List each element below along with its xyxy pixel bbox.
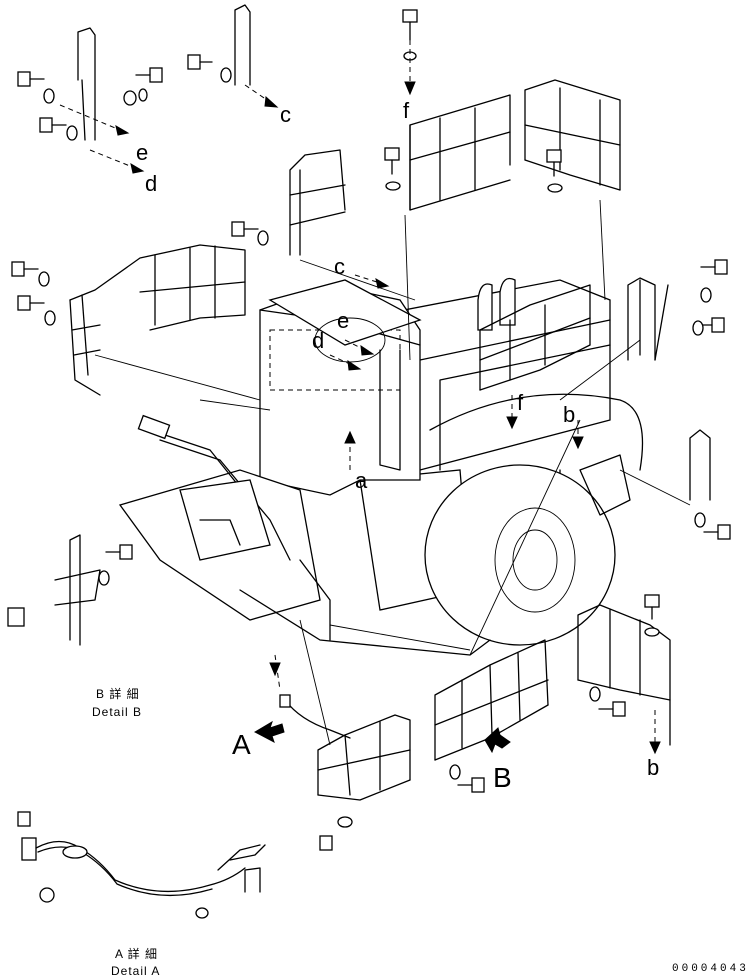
callout-d-mid: d [312, 328, 325, 353]
machine-body [94, 199, 691, 746]
handrail-icon [7, 4, 711, 801]
callout-d-top: d [145, 171, 158, 196]
bolt-icon [11, 9, 731, 903]
document-number: 00004043 [672, 963, 749, 975]
detail-b-caption-jp: B 詳 細 [96, 687, 140, 701]
wire-assembly-detail-a [21, 694, 351, 897]
washer-icon [38, 51, 712, 919]
view-arrow-label-b: B [493, 762, 512, 793]
callout-f-mid: f [517, 390, 524, 415]
callout-b-bottom: b [647, 755, 660, 780]
callout-e-top: e [136, 140, 149, 165]
arrow-icon [59, 40, 661, 755]
callout-c-top: c [280, 102, 291, 127]
callout-a-mid: a [355, 468, 368, 493]
callout-f-top: f [403, 98, 410, 123]
view-arrow-label-a: A [232, 729, 251, 760]
detail-a-caption-en: Detail A [111, 964, 161, 978]
detail-b-caption-en: Detail B [92, 705, 143, 719]
detail-a-caption-jp: A 詳 細 [115, 947, 159, 961]
callout-b-mid: b [563, 402, 576, 427]
callout-e-mid: e [337, 308, 350, 333]
callout-c-mid: c [334, 254, 345, 279]
